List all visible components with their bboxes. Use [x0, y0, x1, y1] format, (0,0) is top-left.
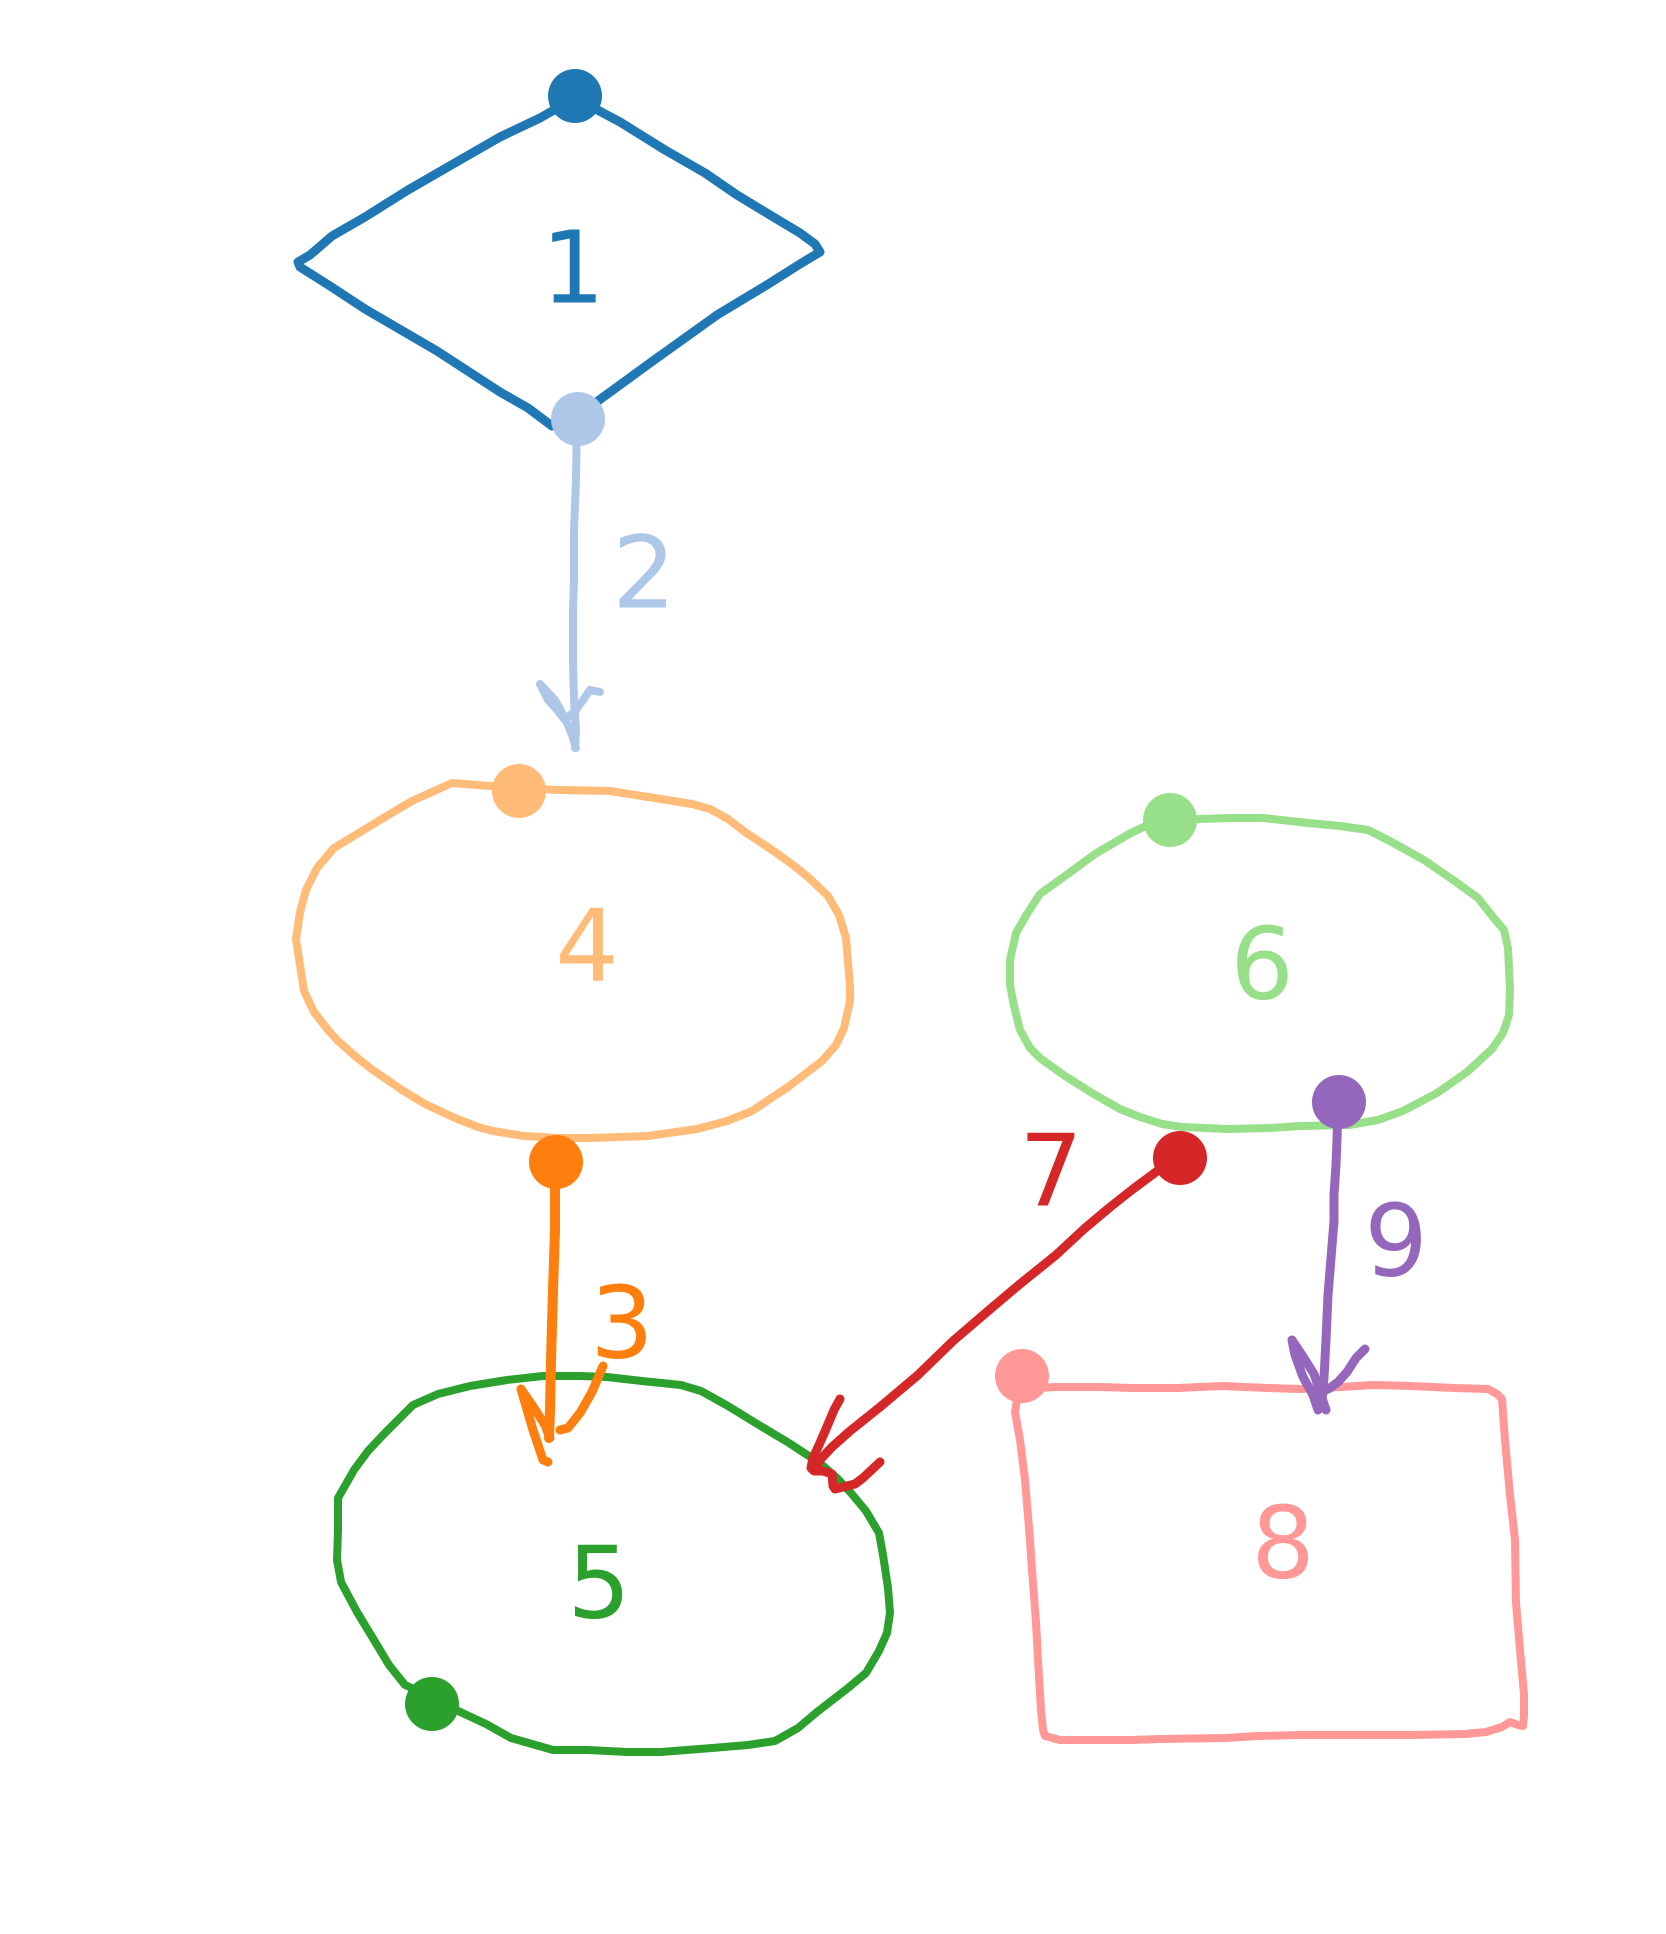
edge-9-label: 9 — [1364, 1182, 1428, 1299]
edge-7-label: 7 — [1019, 1112, 1083, 1229]
node-4-shape — [292, 779, 854, 1142]
edge-2-source-dot — [551, 392, 605, 446]
node-5-bottom-port — [405, 1677, 459, 1731]
node-8-shape — [1011, 1381, 1528, 1744]
node-6-label: 6 — [1230, 905, 1294, 1022]
node-5-shape — [333, 1372, 894, 1756]
node-6-top-port — [1143, 793, 1197, 847]
edge-3-source-dot — [529, 1135, 583, 1189]
node-6-shape — [1006, 814, 1514, 1133]
edge-9-source-dot — [1312, 1075, 1366, 1129]
node-5: 5 — [333, 1372, 894, 1756]
edge-3-label: 3 — [590, 1264, 654, 1381]
node-1-top-port — [548, 69, 602, 123]
node-8-top-port — [995, 1349, 1049, 1403]
node-1: 1 — [293, 69, 825, 431]
node-8-label: 8 — [1251, 1484, 1315, 1601]
edge-9-arrowhead — [1287, 1335, 1370, 1415]
node-5-label: 5 — [567, 1524, 631, 1641]
edge-7: 7 — [806, 1112, 1207, 1494]
node-6: 6 — [1006, 793, 1514, 1133]
edge-2: 2 — [536, 392, 676, 752]
edge-3-arrowhead — [516, 1361, 608, 1467]
edge-2-arrowhead — [536, 680, 604, 752]
edge-2-label: 2 — [612, 514, 676, 631]
edge-9: 9 — [1287, 1075, 1428, 1415]
node-4-label: 4 — [555, 887, 619, 1004]
node-4-top-port — [492, 764, 546, 818]
node-4: 4 — [292, 764, 854, 1142]
edge-3-line — [544, 1158, 560, 1443]
node-1-label: 1 — [541, 209, 605, 326]
node-8: 8 — [995, 1349, 1528, 1744]
edge-2-line — [569, 416, 581, 752]
edge-9-line — [1317, 1100, 1343, 1413]
edge-3: 3 — [516, 1135, 654, 1467]
edge-7-source-dot — [1153, 1131, 1207, 1185]
edge-7-arrowhead — [806, 1394, 885, 1494]
edge-7-line — [812, 1151, 1184, 1474]
